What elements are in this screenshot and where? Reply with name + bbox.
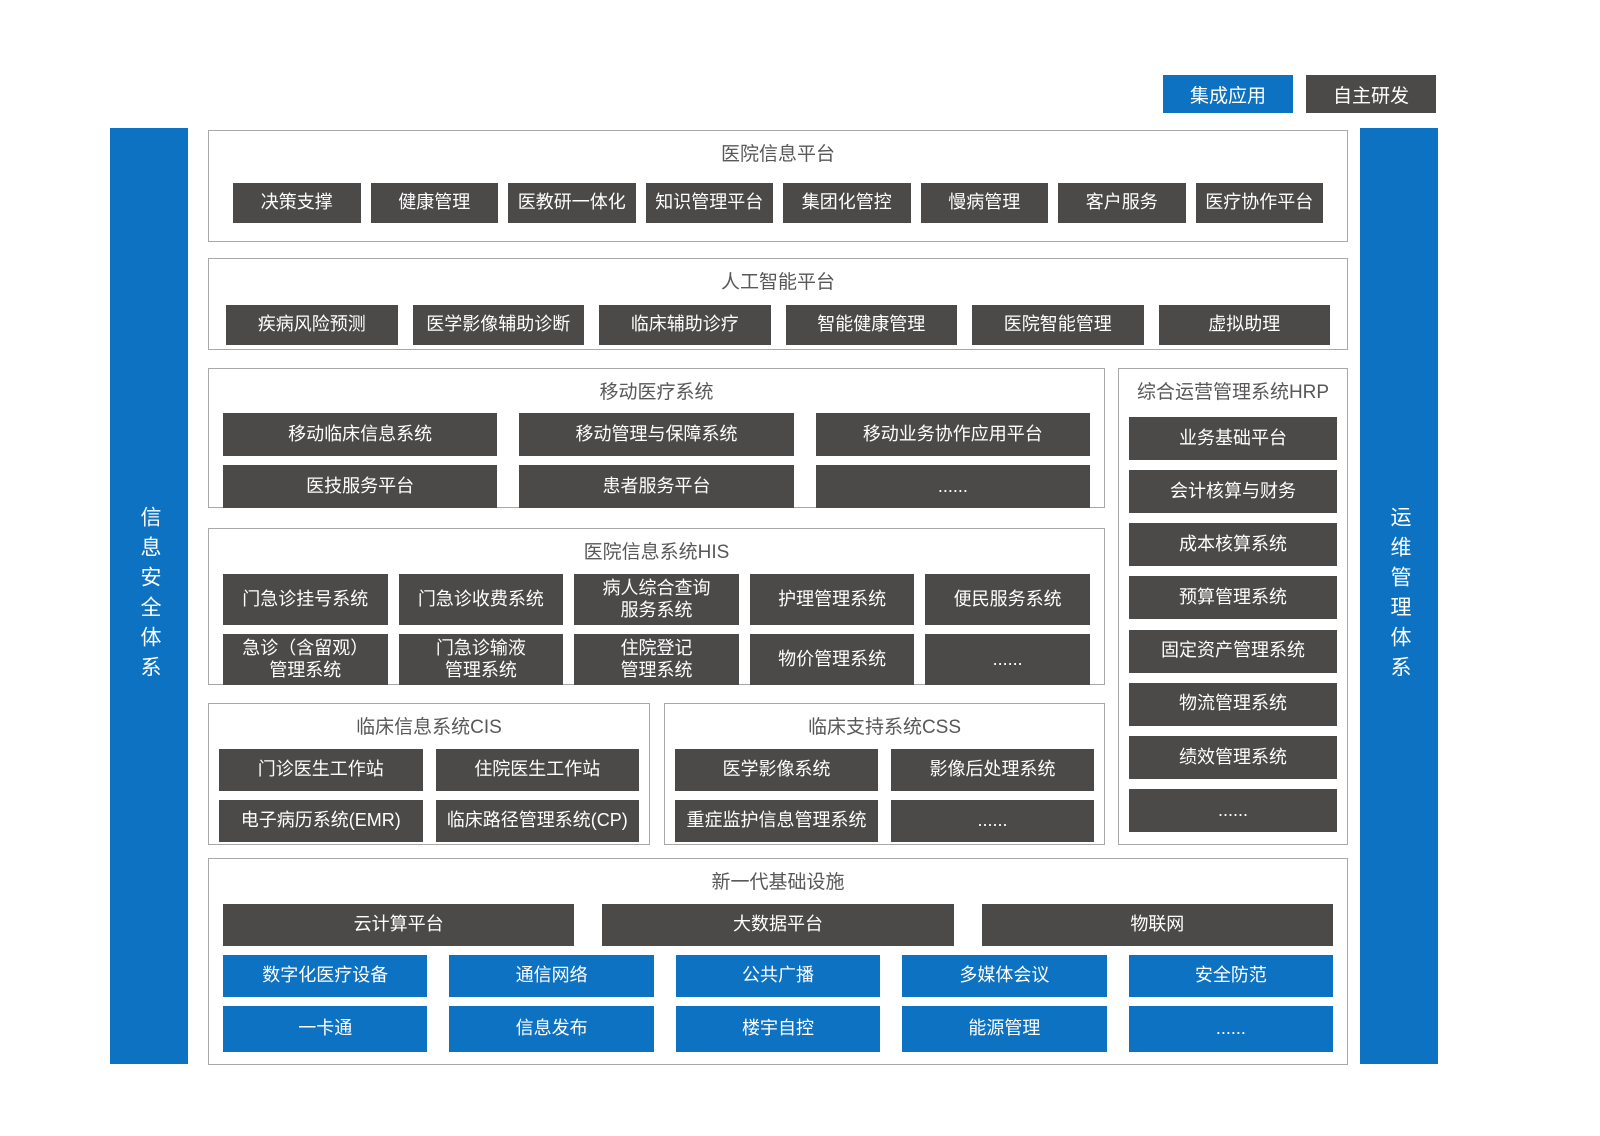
module-row: 急诊（含留观） 管理系统 门急诊输液 管理系统 住院登记 管理系统 物价管理系统… [209,634,1104,685]
module-row: 重症监护信息管理系统 ...... [665,800,1104,842]
module-box: 医疗协作平台 [1195,183,1323,223]
module-box: ...... [1129,788,1337,832]
module-box: 楼宇自控 [675,1006,881,1052]
module-box: 安全防范 [1128,955,1334,997]
module-row: 电子病历系统(EMR) 临床路径管理系统(CP) [209,800,649,842]
module-box: 医教研一体化 [508,183,636,223]
module-box: ...... [815,465,1090,508]
module-box: 决策支撑 [233,183,361,223]
module-box: 知识管理平台 [645,183,773,223]
module-box: 智能健康管理 [785,305,957,345]
module-box: 门急诊收费系统 [398,574,564,625]
module-box: 信息发布 [449,1006,654,1052]
section-title: 医院信息系统HIS [583,542,730,563]
section-his: 医院信息系统HIS 门急诊挂号系统 门急诊收费系统 病人综合查询 服务系统 护理… [208,528,1105,685]
section-title: 移动医疗系统 [599,382,714,403]
module-box: 健康管理 [370,183,498,223]
section-hrp: 综合运营管理系统HRP 业务基础平台 会计核算与财务 成本核算系统 预算管理系统… [1118,368,1348,845]
section-hospital-info-platform: 医院信息平台 决策支撑 健康管理 医教研一体化 知识管理平台 集团化管控 慢病管… [208,130,1348,242]
module-row: 一卡通 信息发布 楼宇自控 能源管理 ...... [209,1006,1347,1052]
sidebar-ops-management: 运维管理体系 [1360,128,1438,1064]
module-box: 物价管理系统 [749,634,915,685]
legend-self-developed: 自主研发 [1306,75,1436,113]
section-title: 新一代基础设施 [711,872,845,893]
module-row: 移动临床信息系统 移动管理与保障系统 移动业务协作应用平台 [209,413,1104,456]
module-box: ...... [1128,1006,1334,1052]
section-title: 临床支持系统CSS [807,717,962,738]
sidebar-info-security: 信息安全体系 [110,128,188,1064]
section-infrastructure: 新一代基础设施 云计算平台 大数据平台 物联网 数字化医疗设备 通信网络 公共广… [208,858,1348,1065]
sidebar-info-security-label: 信息安全体系 [138,506,161,686]
module-box: 移动业务协作应用平台 [815,413,1090,456]
module-row: 决策支撑 健康管理 医教研一体化 知识管理平台 集团化管控 慢病管理 客户服务 … [209,183,1347,223]
module-row: 门急诊挂号系统 门急诊收费系统 病人综合查询 服务系统 护理管理系统 便民服务系… [209,574,1104,625]
module-box: 业务基础平台 [1129,417,1337,460]
module-box: 云计算平台 [223,904,575,946]
module-box: 便民服务系统 [925,574,1090,625]
module-box: 一卡通 [223,1006,428,1052]
module-box: 医院智能管理 [972,305,1144,345]
section-title: 人工智能平台 [720,272,835,293]
module-row: 疾病风险预测 医学影像辅助诊断 临床辅助诊疗 智能健康管理 医院智能管理 虚拟助… [209,305,1347,345]
module-box: 护理管理系统 [749,574,915,625]
legend-integrated-app: 集成应用 [1163,75,1293,113]
module-box: 虚拟助理 [1158,305,1330,345]
module-box: 能源管理 [902,1006,1107,1052]
module-box: 重症监护信息管理系统 [675,800,878,842]
module-box: 成本核算系统 [1129,523,1337,567]
module-box: 移动管理与保障系统 [519,413,794,456]
module-box: 医学影像辅助诊断 [412,305,584,345]
section-title: 综合运营管理系统HRP [1136,382,1330,403]
module-row: 云计算平台 大数据平台 物联网 [209,904,1347,946]
section-cis: 临床信息系统CIS 门诊医生工作站 住院医生工作站 电子病历系统(EMR) 临床… [208,703,650,845]
module-box: 预算管理系统 [1129,576,1337,620]
module-box: ...... [925,634,1090,685]
module-box: 物联网 [981,904,1333,946]
module-box: 医技服务平台 [223,465,498,508]
module-row: 门诊医生工作站 住院医生工作站 [209,749,649,791]
module-box: ...... [891,800,1094,842]
module-box: 病人综合查询 服务系统 [574,574,739,625]
module-box: 门急诊挂号系统 [223,574,388,625]
module-box: 影像后处理系统 [891,749,1094,791]
section-mobile-medical: 移动医疗系统 移动临床信息系统 移动管理与保障系统 移动业务协作应用平台 医技服… [208,368,1105,508]
section-title: 医院信息平台 [720,144,835,165]
module-box: 绩效管理系统 [1129,735,1337,779]
module-box: 疾病风险预测 [226,305,398,345]
module-box: 患者服务平台 [519,465,794,508]
module-box: 慢病管理 [920,183,1048,223]
module-box: 门急诊输液 管理系统 [398,634,564,685]
module-column: 业务基础平台 会计核算与财务 成本核算系统 预算管理系统 固定资产管理系统 物流… [1129,417,1337,832]
module-box: 移动临床信息系统 [223,413,498,456]
module-box: 住院登记 管理系统 [574,634,739,685]
section-title: 临床信息系统CIS [356,717,502,738]
legend: 集成应用 自主研发 [1163,75,1436,113]
module-box: 公共广播 [675,955,881,997]
module-row: 医学影像系统 影像后处理系统 [665,749,1104,791]
sidebar-ops-management-label: 运维管理体系 [1388,506,1411,686]
section-ai-platform: 人工智能平台 疾病风险预测 医学影像辅助诊断 临床辅助诊疗 智能健康管理 医院智… [208,258,1348,350]
module-box: 通信网络 [449,955,654,997]
module-box: 急诊（含留观） 管理系统 [223,634,388,685]
section-css: 临床支持系统CSS 医学影像系统 影像后处理系统 重症监护信息管理系统 ....… [664,703,1105,845]
module-box: 固定资产管理系统 [1129,629,1337,673]
module-row: 医技服务平台 患者服务平台 ...... [209,465,1104,508]
module-box: 集团化管控 [783,183,911,223]
module-box: 数字化医疗设备 [223,955,428,997]
module-box: 门诊医生工作站 [219,749,423,791]
module-box: 临床辅助诊疗 [599,305,771,345]
module-box: 会计核算与财务 [1129,470,1337,514]
module-box: 电子病历系统(EMR) [219,800,423,842]
module-box: 多媒体会议 [902,955,1107,997]
module-box: 大数据平台 [602,904,954,946]
module-box: 临床路径管理系统(CP) [435,800,639,842]
module-box: 住院医生工作站 [435,749,639,791]
module-row: 数字化医疗设备 通信网络 公共广播 多媒体会议 安全防范 [209,955,1347,997]
module-box: 物流管理系统 [1129,682,1337,726]
module-box: 医学影像系统 [675,749,878,791]
module-box: 客户服务 [1058,183,1186,223]
